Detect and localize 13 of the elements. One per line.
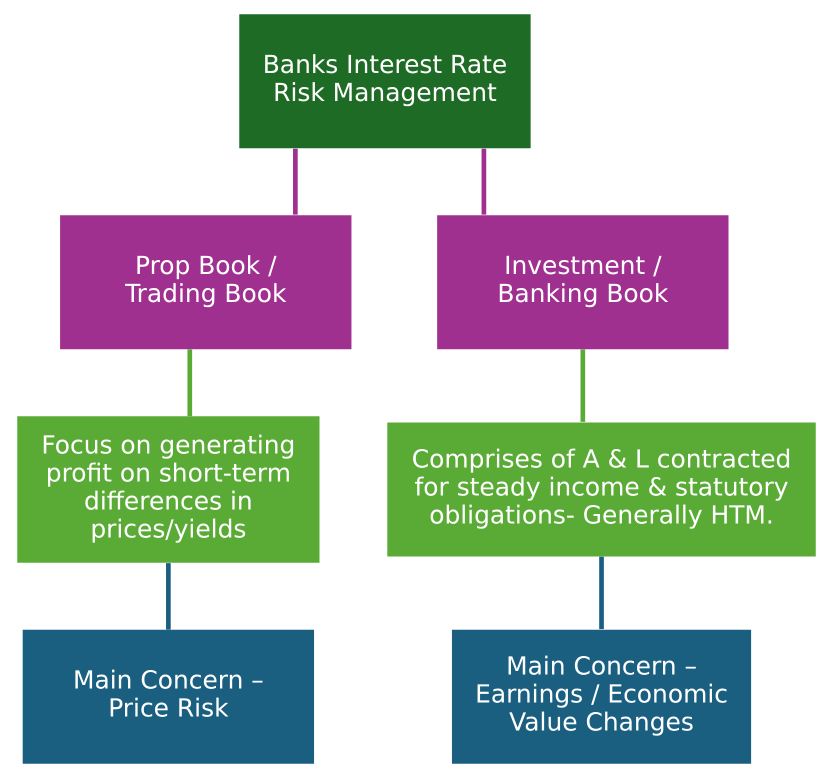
node-box: Main Concern – Earnings / Economic Value Changes bbox=[451, 630, 751, 764]
connector bbox=[292, 148, 298, 215]
node-box: Comprises of A & L contracted for steady income & statutory obligations- Generally HTM. bbox=[386, 422, 816, 556]
node-box: Banks Interest Rate Risk Management bbox=[238, 14, 530, 148]
connector bbox=[580, 350, 585, 422]
node-box: Main Concern – Price Risk bbox=[22, 630, 314, 764]
connector bbox=[186, 350, 192, 416]
node-box: Focus on generating profit on short-term differences in prices/yields bbox=[16, 416, 319, 563]
node-box: Investment / Banking Book bbox=[436, 215, 728, 350]
node-box: Prop Book / Trading Book bbox=[60, 215, 351, 350]
connector bbox=[481, 148, 486, 215]
connector bbox=[598, 556, 604, 630]
connector bbox=[166, 563, 170, 630]
